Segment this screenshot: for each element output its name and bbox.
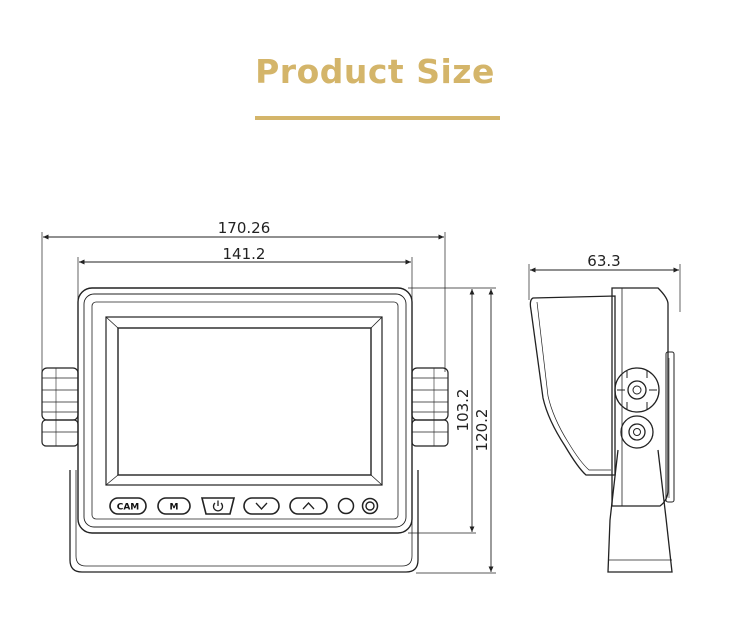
side-front-panel [611, 287, 669, 507]
mount-bracket-inner [75, 470, 413, 567]
chevron-down-icon [255, 502, 268, 510]
menu-button[interactable] [157, 497, 191, 515]
screen-frame [105, 316, 383, 486]
side-rear-housing-inner [536, 301, 611, 471]
light-sensor-inner [365, 501, 375, 511]
monitor-housing [77, 287, 413, 534]
down-button[interactable] [243, 497, 280, 515]
bevel-line [370, 474, 383, 486]
side-knob-lower [620, 415, 654, 449]
side-view [528, 264, 681, 573]
cam-button[interactable] [109, 497, 147, 515]
right-mount-knob [411, 367, 449, 447]
up-button[interactable] [289, 497, 328, 515]
side-stand [607, 449, 673, 573]
screen [117, 327, 372, 476]
depth-label: 63.3 [587, 252, 620, 270]
bevel-line [370, 316, 383, 329]
housing-width-label: 141.2 [223, 245, 266, 263]
power-button[interactable] [200, 497, 236, 515]
side-front-bezel [665, 351, 675, 503]
front-view [41, 232, 496, 574]
indicator-led [337, 497, 355, 515]
cam-button-label: CAM [117, 503, 140, 513]
page-title: Product Size [255, 52, 495, 91]
overall-width-label: 170.26 [218, 219, 271, 237]
light-sensor [361, 497, 379, 515]
title-underline [255, 116, 500, 120]
left-mount-knob [41, 367, 79, 447]
monitor-housing-inner [83, 293, 407, 528]
side-knob-upper [614, 367, 660, 413]
overall-height-label: 120.2 [473, 409, 491, 452]
side-rear-housing [529, 295, 616, 476]
mount-bracket [69, 470, 419, 573]
bevel-line [105, 316, 119, 329]
menu-button-label: M [170, 503, 179, 513]
power-icon [212, 500, 224, 512]
housing-height-label: 103.2 [454, 389, 472, 432]
bevel-line [105, 474, 119, 486]
bezel [91, 301, 399, 520]
chevron-up-icon [302, 502, 315, 510]
